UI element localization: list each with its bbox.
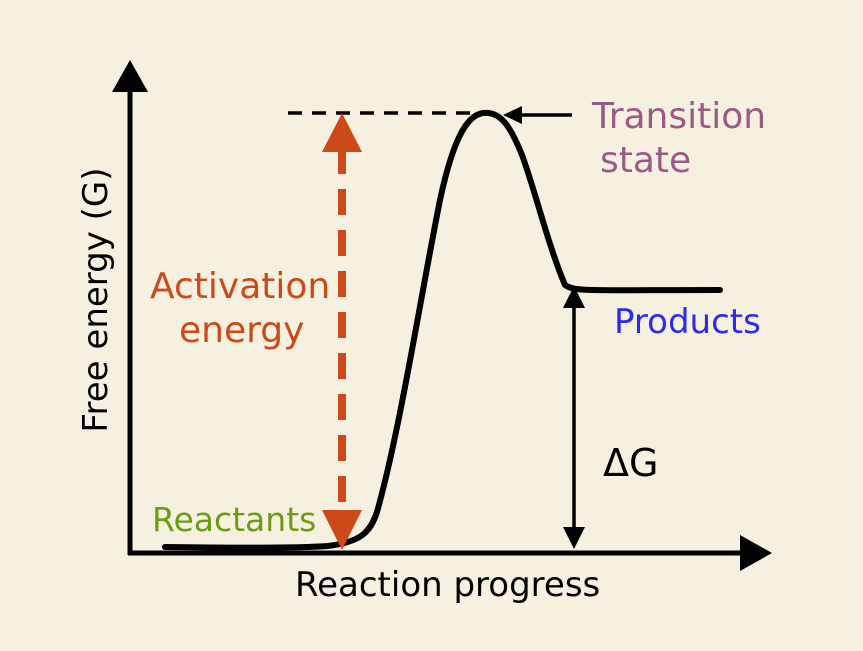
energy-curve	[162, 109, 723, 551]
activation-energy-label-line2: energy	[179, 310, 304, 351]
y-axis-label: Free energy (G)	[76, 167, 116, 432]
transition-state-label-line1: Transition	[591, 96, 766, 137]
activation-energy-arrowhead-bottom	[322, 510, 362, 550]
reactants-label: Reactants	[152, 500, 316, 539]
transition-state-label-line2: state	[600, 140, 691, 181]
transition-state-arrowhead	[503, 106, 522, 124]
x-axis-label: Reaction progress	[295, 565, 600, 605]
activation-energy-arrowhead-top	[322, 113, 362, 152]
activation-energy-label-line1: Activation	[150, 266, 330, 307]
delta-g-arrowhead-bottom	[563, 527, 585, 549]
delta-g-label: ΔG	[603, 441, 658, 485]
x-axis-arrowhead	[740, 535, 772, 571]
products-label: Products	[614, 302, 761, 342]
delta-g-arrowhead-top	[563, 286, 585, 308]
y-axis-arrowhead	[112, 60, 148, 92]
